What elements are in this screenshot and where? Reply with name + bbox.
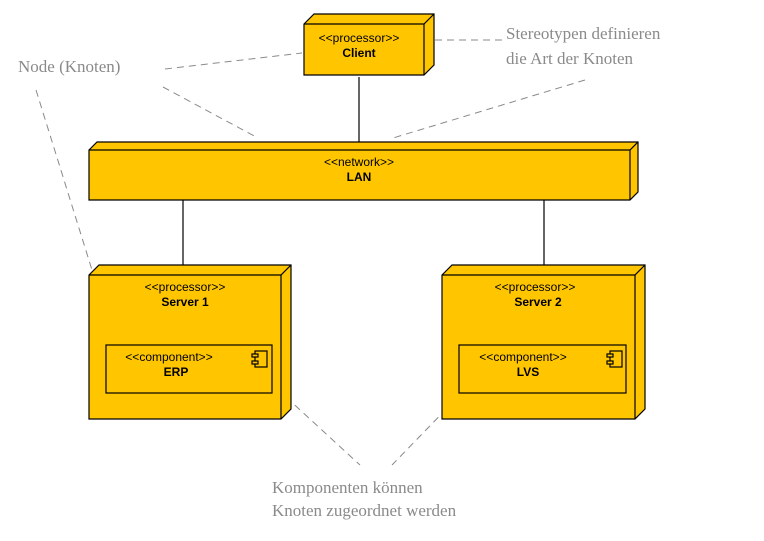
- node-client-shape: [303, 13, 435, 76]
- annotation-components-line1: Komponenten können: [272, 478, 423, 497]
- node-server2-stereotype: <<processor>>: [495, 280, 576, 294]
- component-lvs-box: [458, 344, 627, 394]
- node-client-stereotype: <<processor>>: [319, 31, 400, 45]
- node-client[interactable]: <<processor>> Client: [303, 13, 435, 76]
- component-lvs-stereotype: <<component>>: [479, 350, 566, 364]
- dashed-components-to-erp: [285, 396, 361, 466]
- component-lvs[interactable]: <<component>> LVS: [458, 344, 627, 394]
- node-lan-shape: [88, 141, 639, 201]
- component-erp-box: [105, 344, 273, 394]
- component-erp-stereotype: <<component>>: [125, 350, 212, 364]
- node-lan-name: LAN: [347, 170, 372, 184]
- annotation-components-line2: Knoten zugeordnet werden: [272, 501, 457, 520]
- dashed-node-to-server1: [35, 89, 93, 271]
- component-lvs-name: LVS: [517, 365, 539, 379]
- node-client-name: Client: [342, 46, 375, 60]
- component-icon: [606, 350, 623, 368]
- dashed-node-to-client: [164, 52, 303, 70]
- dashed-node-to-lan: [162, 86, 259, 139]
- dashed-stereotype-to-lan: [392, 79, 586, 139]
- node-server1-stereotype: <<processor>>: [145, 280, 226, 294]
- node-lan[interactable]: <<network>> LAN: [88, 141, 639, 201]
- component-erp-name: ERP: [164, 365, 189, 379]
- node-server2-name: Server 2: [514, 295, 562, 309]
- node-lan-stereotype: <<network>>: [324, 155, 394, 169]
- annotation-node: Node (Knoten): [18, 57, 120, 76]
- component-icon: [251, 350, 268, 368]
- component-erp[interactable]: <<component>> ERP: [105, 344, 273, 394]
- annotation-stereotypes-line2: die Art der Knoten: [506, 49, 633, 68]
- node-server1[interactable]: <<processor>> Server 1: [88, 264, 292, 420]
- node-server2[interactable]: <<processor>> Server 2: [441, 264, 646, 420]
- annotation-stereotypes-line1: Stereotypen definieren: [506, 24, 661, 43]
- node-server1-name: Server 1: [161, 295, 209, 309]
